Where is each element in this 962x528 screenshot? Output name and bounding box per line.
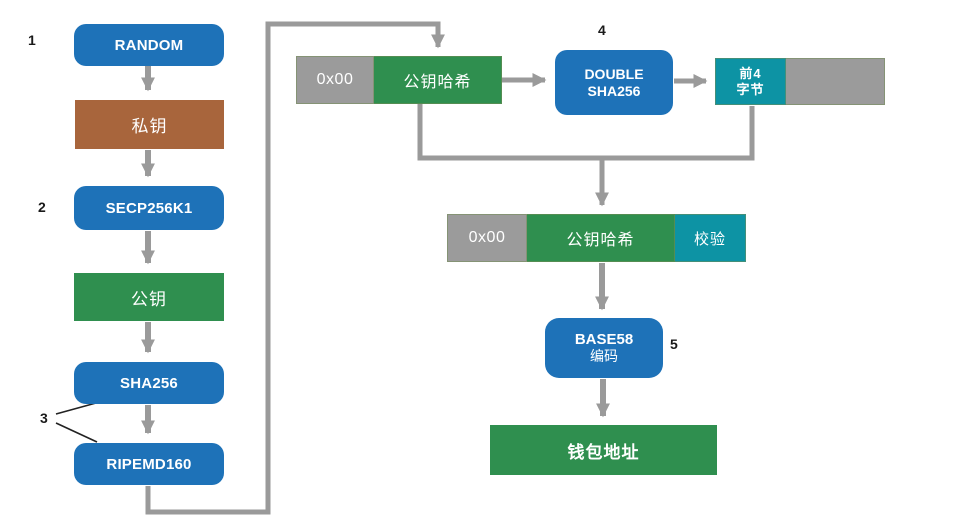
node-random: RANDOM <box>74 24 224 66</box>
node-public-key: 公钥 <box>74 273 224 321</box>
step-label-5: 5 <box>670 336 678 352</box>
double-sha256-line2: SHA256 <box>587 82 641 99</box>
version-byte-final-text: 0x00 <box>468 229 506 246</box>
first4-line1: 前4 <box>739 65 762 81</box>
step-label-2: 2 <box>38 199 46 215</box>
node-secp256k1: SECP256K1 <box>74 186 224 230</box>
node-private-key: 私钥 <box>75 100 224 149</box>
base58-line2: 编码 <box>590 348 618 364</box>
checksum-text: 校验 <box>693 230 726 248</box>
first4-line2: 字节 <box>736 81 765 97</box>
segment-checksum: 校验 <box>675 214 746 262</box>
segment-pubkey-hash-final: 公钥哈希 <box>527 214 675 262</box>
step3-pointer-to-sha256 <box>55 402 97 415</box>
segment-version-byte: 0x00 <box>296 56 374 104</box>
bar-version-hash-checksum: 0x00 公钥哈希 校验 <box>447 214 746 262</box>
segment-remaining-hash <box>786 58 885 105</box>
node-ripemd160: RIPEMD160 <box>74 443 224 485</box>
segment-first4-bytes: 前4 字节 <box>715 58 786 105</box>
step-label-4: 4 <box>598 22 606 38</box>
node-wallet-address: 钱包地址 <box>490 425 717 475</box>
double-sha256-line1: DOUBLE <box>584 65 644 82</box>
bar-checksum-first4-bytes: 前4 字节 <box>715 58 885 105</box>
node-double-sha256: DOUBLE SHA256 <box>555 50 673 115</box>
bar-version-plus-pubkey-hash: 0x00 公钥哈希 <box>296 56 502 104</box>
segment-pubkey-hash: 公钥哈希 <box>374 56 502 104</box>
node-base58-encode: BASE58 编码 <box>545 318 663 378</box>
node-sha256: SHA256 <box>74 362 224 404</box>
version-byte-text: 0x00 <box>316 71 354 88</box>
base58-line1: BASE58 <box>574 331 634 348</box>
step-label-1: 1 <box>28 32 36 48</box>
pubkey-hash-final-text: 公钥哈希 <box>566 232 635 249</box>
step3-pointer-to-ripemd160 <box>55 422 98 443</box>
pubkey-hash-text: 公钥哈希 <box>403 74 472 91</box>
segment-version-byte-final: 0x00 <box>447 214 527 262</box>
step-label-3: 3 <box>40 410 48 426</box>
